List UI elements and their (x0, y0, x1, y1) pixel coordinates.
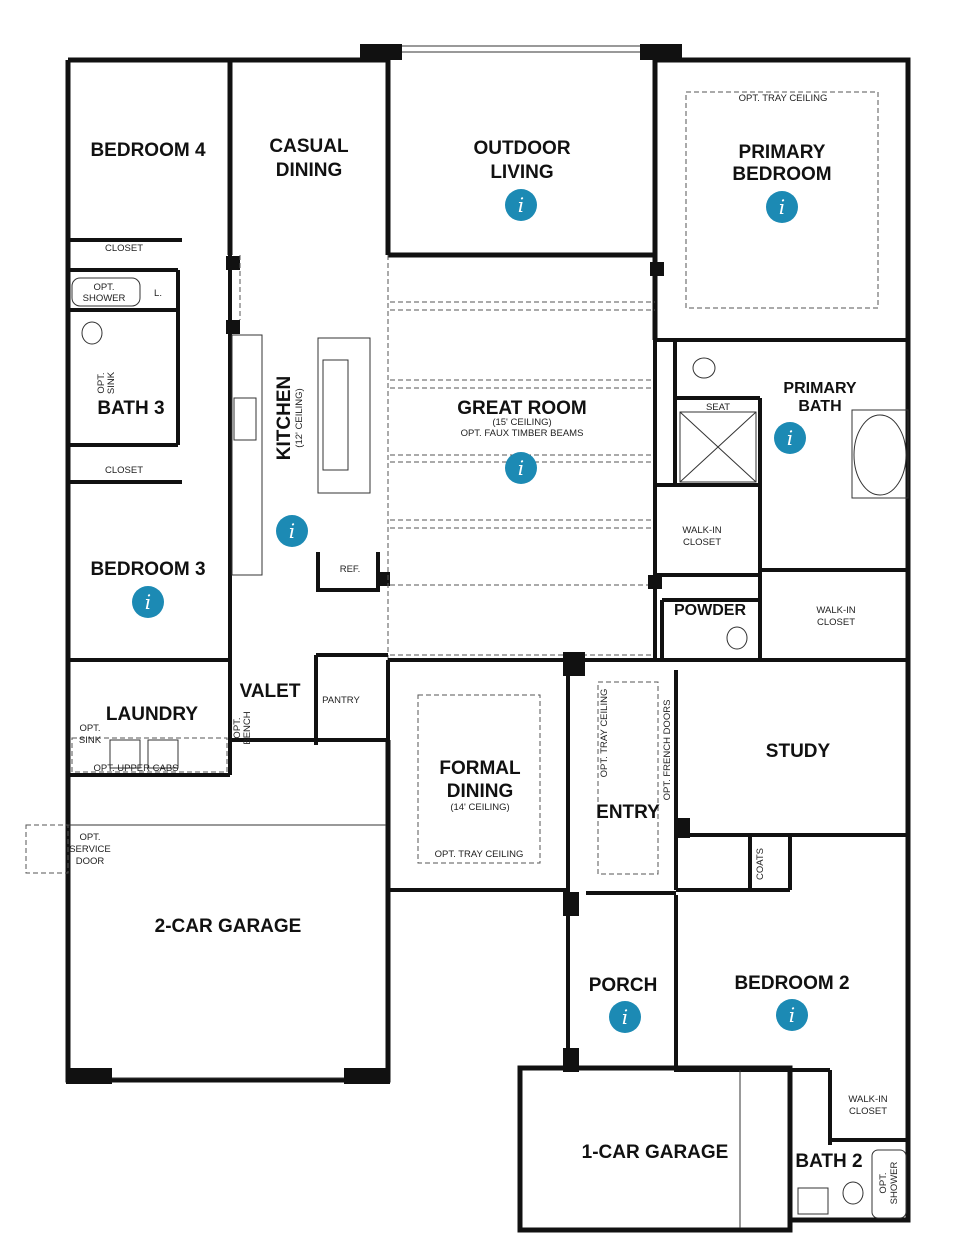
small-labels: OPT. TRAY CEILING CLOSET CLOSET OPT. SHO… (69, 93, 900, 1204)
label-opt-sink-laundry-line2: SINK (79, 735, 102, 746)
room-bedroom2: BEDROOM 2 (734, 973, 849, 994)
label-closet-bedroom3: CLOSET (105, 465, 143, 476)
great-room-ceiling-note: (15' CEILING) (492, 417, 551, 428)
column-top-right (640, 44, 682, 60)
room-outdoor-living-line2: LIVING (490, 162, 553, 183)
room-powder: POWDER (674, 602, 746, 619)
bathtub (853, 414, 907, 496)
label-opt-sink-bath3-line1: OPT. (96, 372, 107, 393)
label-walkin-closet-right-line2: CLOSET (817, 617, 855, 628)
label-primary-tray-ceiling: OPT. TRAY CEILING (739, 93, 828, 104)
room-study: STUDY (766, 741, 831, 762)
room-entry: ENTRY (596, 802, 660, 823)
label-walkin-closet-left-line1: WALK-IN (682, 525, 721, 536)
label-refrigerator: REF. (340, 564, 361, 575)
label-opt-french-doors: OPT. FRENCH DOORS (662, 700, 673, 801)
room-porch: PORCH (589, 975, 658, 996)
primary-shower (679, 411, 757, 483)
room-1-car-garage: 1-CAR GARAGE (582, 1142, 729, 1163)
label-opt-sink-bath3-line2: SINK (106, 371, 117, 394)
room-2-car-garage: 2-CAR GARAGE (155, 916, 302, 937)
room-casual-dining-line2: DINING (276, 160, 343, 181)
label-walkin-closet-bed2-line1: WALK-IN (848, 1094, 887, 1105)
info-icon-great-room[interactable]: i (505, 452, 537, 484)
room-primary-bedroom-line1: PRIMARY (739, 142, 826, 163)
room-primary-bath-line1: PRIMARY (783, 380, 857, 397)
info-icon-porch[interactable]: i (609, 1001, 641, 1033)
room-laundry: LAUNDRY (106, 704, 199, 725)
info-icon-bedroom2[interactable]: i (776, 999, 808, 1031)
room-great-room: GREAT ROOM (457, 398, 586, 419)
room-labels: BEDROOM 4 CASUAL DINING OUTDOOR LIVING P… (90, 136, 862, 1172)
label-opt-shower-bath2-line1: OPT. (878, 1172, 889, 1193)
info-icon-primary-bath[interactable]: i (774, 422, 806, 454)
label-entry-tray-ceiling: OPT. TRAY CEILING (599, 689, 610, 778)
label-opt-bench-line2: BENCH (242, 711, 253, 744)
label-opt-service-door-line1: OPT. (79, 832, 100, 843)
formal-dining-ceiling-note: (14' CEILING) (450, 802, 509, 813)
column-top-left (360, 44, 402, 60)
room-casual-dining-line1: CASUAL (269, 136, 349, 157)
room-primary-bath-line2: BATH (798, 398, 841, 415)
timber-beams (239, 255, 655, 660)
room-bedroom3: BEDROOM 3 (90, 559, 205, 580)
label-linen: L. (154, 288, 162, 299)
label-walkin-closet-right-line1: WALK-IN (816, 605, 855, 616)
label-walkin-closet-left-line2: CLOSET (683, 537, 721, 548)
room-kitchen: KITCHEN (274, 376, 295, 460)
label-pantry: PANTRY (322, 695, 360, 706)
room-bath3: BATH 3 (97, 398, 164, 419)
kitchen-ceiling-note: (12' CEILING) (294, 388, 305, 447)
walls (25, 44, 911, 1233)
info-icons: i i i i i i i i (132, 189, 808, 1033)
label-coats: COATS (755, 848, 766, 880)
label-dining-tray-ceiling: OPT. TRAY CEILING (435, 849, 524, 860)
room-bath2: BATH 2 (795, 1151, 862, 1172)
room-valet: VALET (240, 681, 301, 702)
room-formal-dining-line1: FORMAL (439, 758, 521, 779)
label-walkin-closet-bed2-line2: CLOSET (849, 1106, 887, 1117)
label-opt-sink-laundry-line1: OPT. (79, 723, 100, 734)
room-bedroom4: BEDROOM 4 (90, 140, 206, 161)
info-icon-kitchen[interactable]: i (276, 515, 308, 547)
label-opt-upper-cabs: OPT. UPPER CABS (94, 763, 179, 774)
room-formal-dining-line2: DINING (447, 781, 514, 802)
info-icon-outdoor-living[interactable]: i (505, 189, 537, 221)
label-opt-service-door-line3: DOOR (76, 856, 105, 867)
label-opt-service-door-line2: SERVICE (69, 844, 111, 855)
label-opt-shower-bath3-line2: SHOWER (83, 293, 126, 304)
info-icon-bedroom3[interactable]: i (132, 586, 164, 618)
label-seat: SEAT (706, 402, 730, 413)
label-closet-bedroom4: CLOSET (105, 243, 143, 254)
info-icon-primary-bedroom[interactable]: i (766, 191, 798, 223)
label-opt-shower-bath3-line1: OPT. (93, 282, 114, 293)
label-opt-bench-line1: OPT. (232, 717, 243, 738)
room-outdoor-living-line1: OUTDOOR (473, 138, 570, 159)
label-opt-shower-bath2-line2: SHOWER (889, 1161, 900, 1204)
great-room-beams-note: OPT. FAUX TIMBER BEAMS (461, 428, 584, 439)
room-primary-bedroom-line2: BEDROOM (732, 164, 831, 185)
